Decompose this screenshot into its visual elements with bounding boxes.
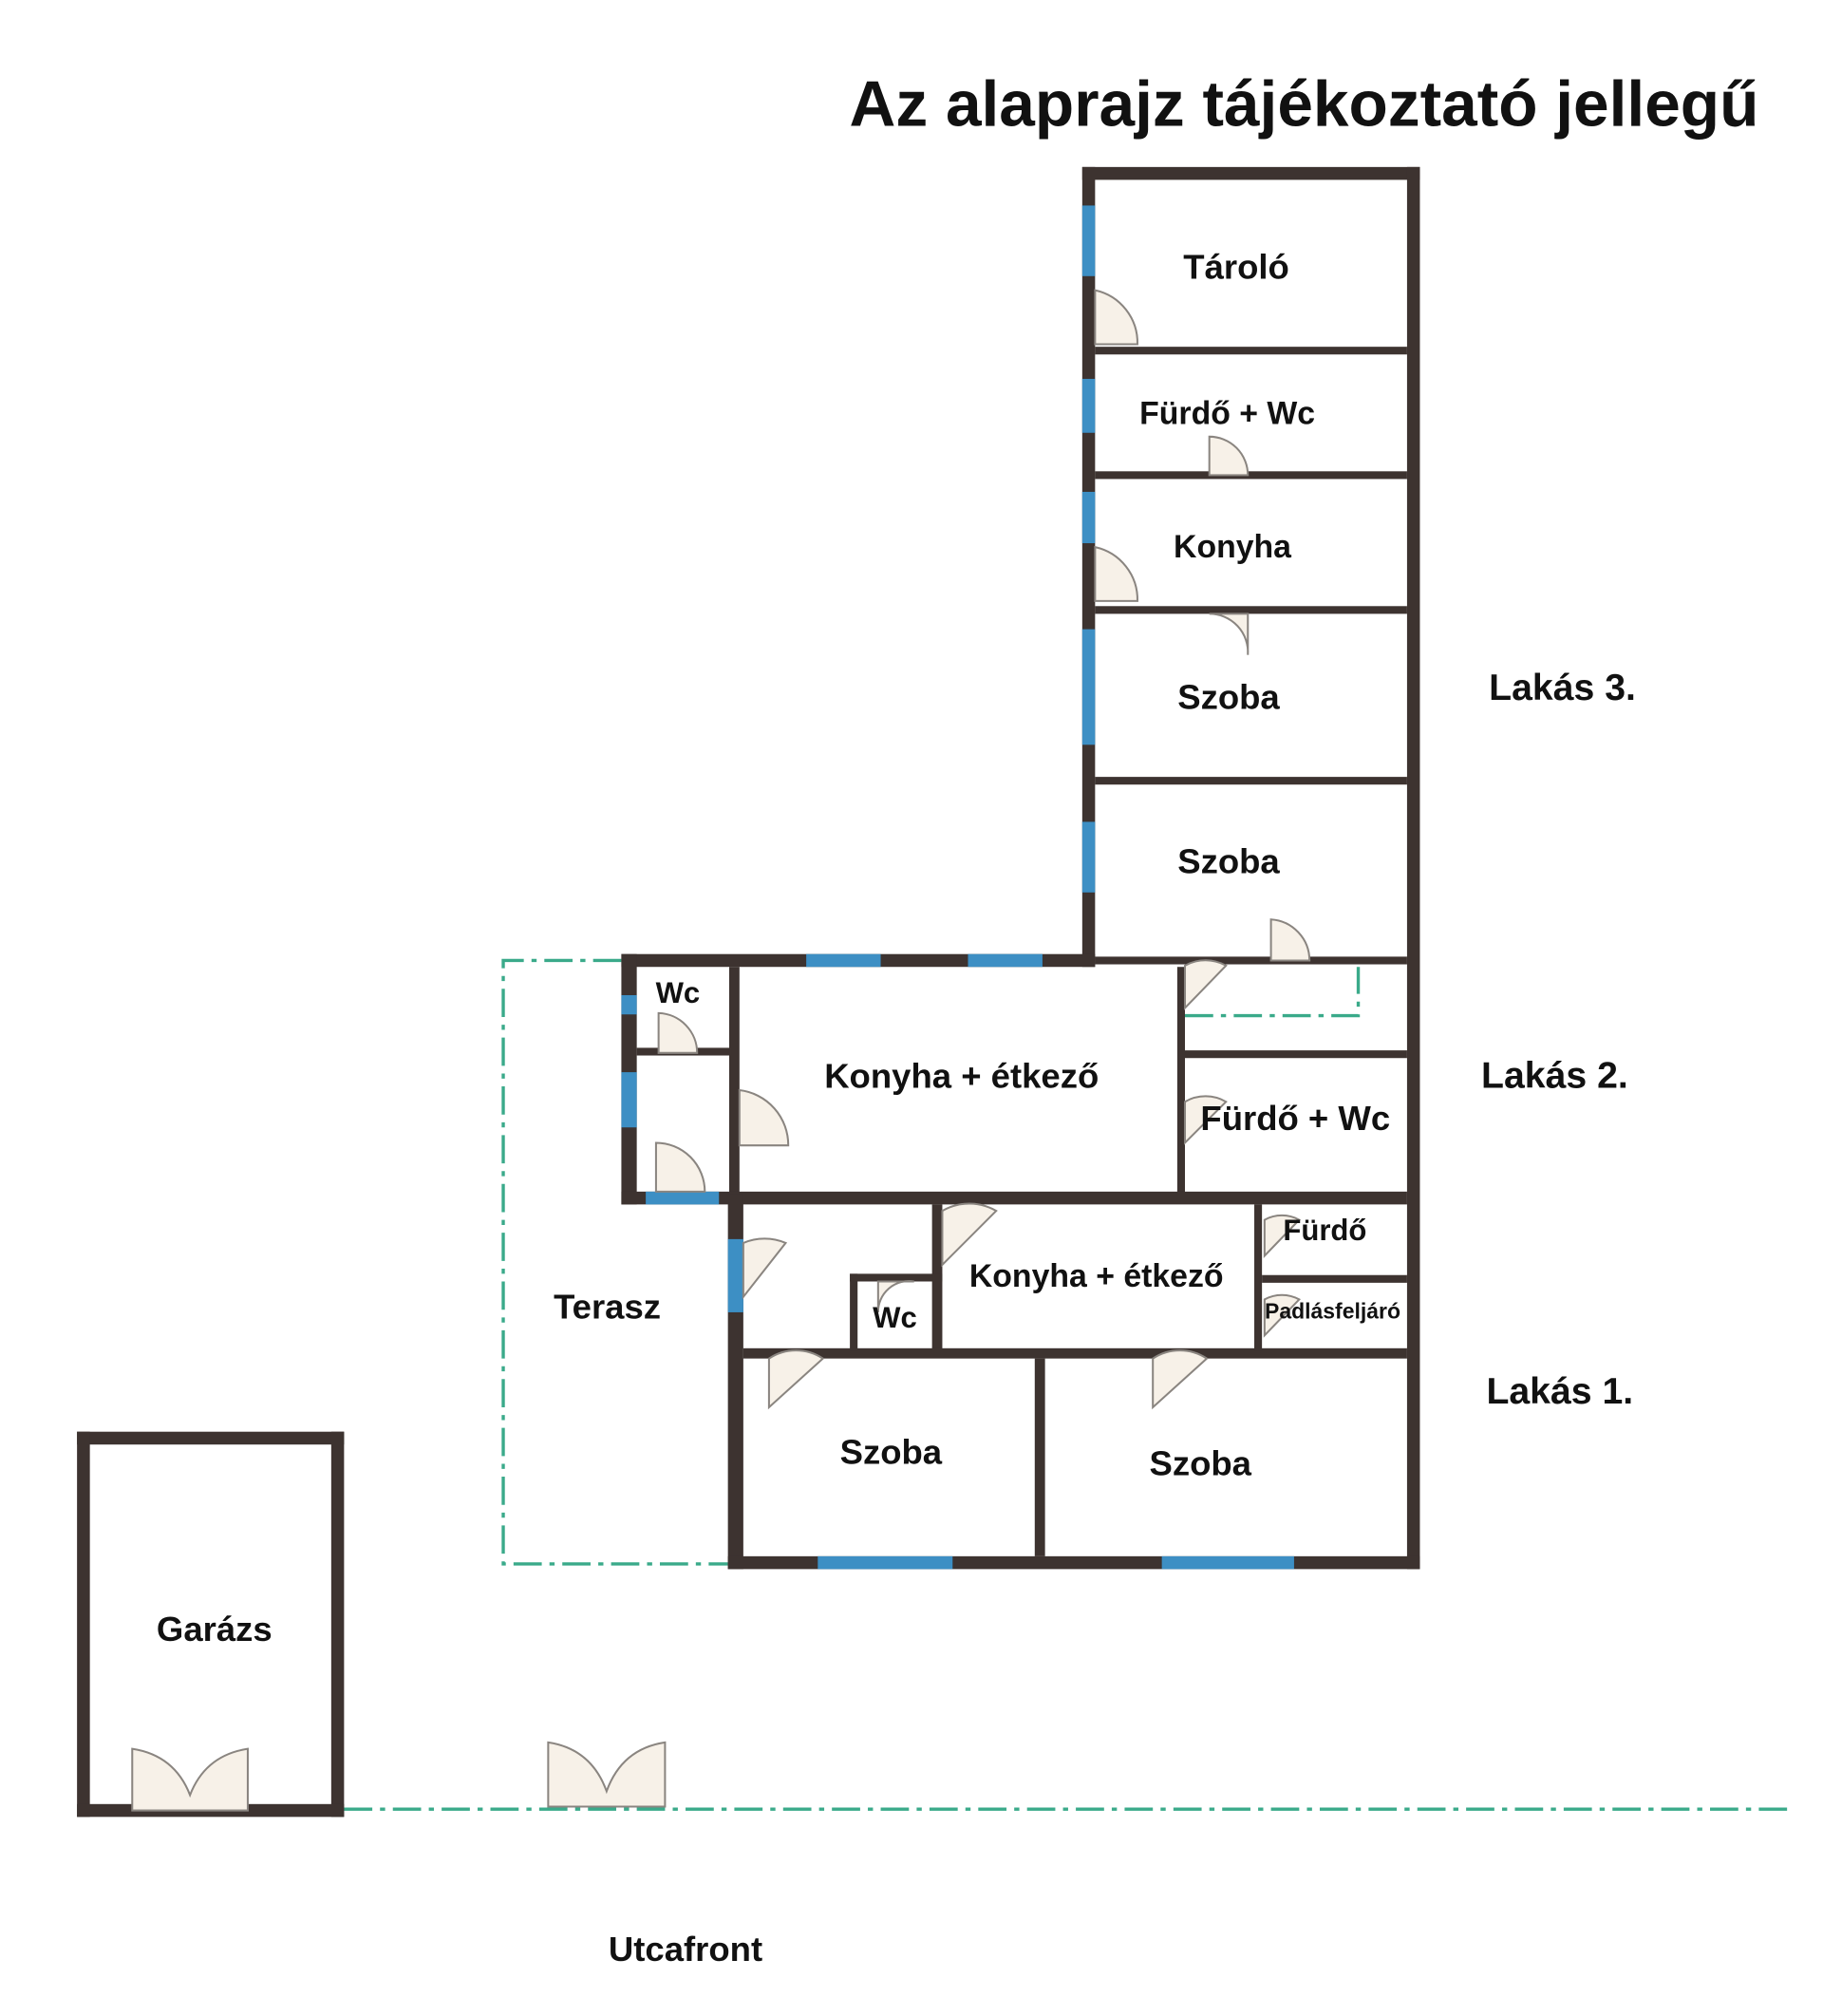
double-door-icon (547, 1741, 667, 1808)
room-label-konyha-3: Konyha (1174, 529, 1292, 565)
room-label-padlasfeljaro: Padlásfeljáró (1265, 1299, 1400, 1324)
room-label-furdo-wc-3: Fürdő + Wc (1139, 395, 1315, 431)
door-swing-icon (1263, 1293, 1301, 1338)
window (1081, 629, 1096, 745)
room-label-szoba-3b: Szoba (1177, 842, 1280, 881)
window (1161, 1555, 1294, 1570)
door-swing-icon (1094, 289, 1138, 346)
door-swing-icon (742, 1237, 788, 1300)
wall (330, 1431, 345, 1818)
room-labels: Tároló Fürdő + Wc Konyha Szoba Szoba Lak… (157, 248, 1636, 1969)
room-label-konyha-etkezo-1: Konyha + étkező (969, 1258, 1224, 1294)
wall (1254, 1204, 1263, 1351)
room-label-szoba-1b: Szoba (1149, 1444, 1251, 1483)
window (1081, 205, 1096, 276)
street-label: Utcafront (609, 1930, 762, 1969)
wall (1095, 347, 1407, 355)
windows (621, 205, 1294, 1570)
door-swing-icon (738, 1088, 790, 1147)
wall (1034, 1358, 1045, 1556)
wall (850, 1273, 943, 1282)
wall (1095, 777, 1407, 785)
wall (1081, 166, 1420, 180)
room-label-szoba-3a: Szoba (1177, 677, 1280, 716)
door-swing-icon (941, 1202, 998, 1268)
wall (1185, 1050, 1407, 1059)
room-label-furdo-wc-2: Fürdő + Wc (1200, 1099, 1390, 1138)
terrace-boundary (501, 958, 728, 1566)
wall (1095, 956, 1407, 965)
door-swing-icon (1263, 1214, 1301, 1258)
bathroom-boundary (1185, 967, 1361, 1018)
wall (1081, 166, 1096, 968)
property-boundaries (344, 958, 1788, 1811)
room-label-wc-2: Wc (656, 976, 701, 1009)
terrace-label: Terasz (554, 1288, 661, 1327)
unit-label-lakas-2: Lakás 2. (1481, 1055, 1628, 1096)
window (968, 953, 1043, 968)
unit-label-lakas-1: Lakás 1. (1486, 1371, 1633, 1412)
door-swing-icon (1183, 1095, 1228, 1145)
window (621, 1072, 637, 1128)
room-label-taroló: Tároló (1183, 248, 1289, 287)
doors (131, 289, 1311, 1812)
wall (77, 1431, 90, 1818)
wall (1262, 1274, 1407, 1283)
wall (850, 1273, 858, 1351)
window (621, 994, 637, 1015)
door-swing-icon (1208, 435, 1250, 477)
window (1081, 491, 1096, 544)
door-swing-icon (657, 1011, 699, 1054)
door-swing-icon (1209, 612, 1250, 655)
room-label-konyha-etkezo-2: Konyha + étkező (824, 1056, 1099, 1095)
window (1081, 378, 1096, 433)
door-swing-icon (654, 1141, 706, 1193)
wall (1406, 166, 1420, 1570)
window (727, 1238, 743, 1312)
window (1081, 821, 1096, 893)
door-swing-icon (1269, 918, 1311, 962)
door-swing-icon (1152, 1349, 1209, 1410)
unit-label-lakas-3: Lakás 3. (1489, 668, 1636, 708)
wall (77, 1431, 345, 1445)
garage-label: Garázs (157, 1610, 273, 1649)
wall (729, 1191, 1407, 1205)
door-swing-icon (876, 1280, 914, 1312)
room-label-furdo-1: Fürdő (1283, 1214, 1366, 1247)
wall (742, 1347, 1407, 1359)
door-swing-icon (767, 1349, 825, 1410)
wall (1176, 967, 1185, 1195)
window (646, 1191, 720, 1205)
double-door-icon (131, 1747, 249, 1812)
window (806, 953, 881, 968)
room-label-szoba-1a: Szoba (840, 1433, 943, 1472)
room-label-wc-1: Wc (873, 1301, 917, 1334)
door-swing-icon (1094, 545, 1138, 602)
door-swing-icon (1183, 959, 1228, 1011)
wall (1095, 606, 1407, 614)
wall (729, 967, 740, 1205)
window (818, 1555, 953, 1570)
wall (1095, 471, 1407, 480)
page-title: Az alaprajz tájékoztató jellegű (850, 69, 1759, 141)
